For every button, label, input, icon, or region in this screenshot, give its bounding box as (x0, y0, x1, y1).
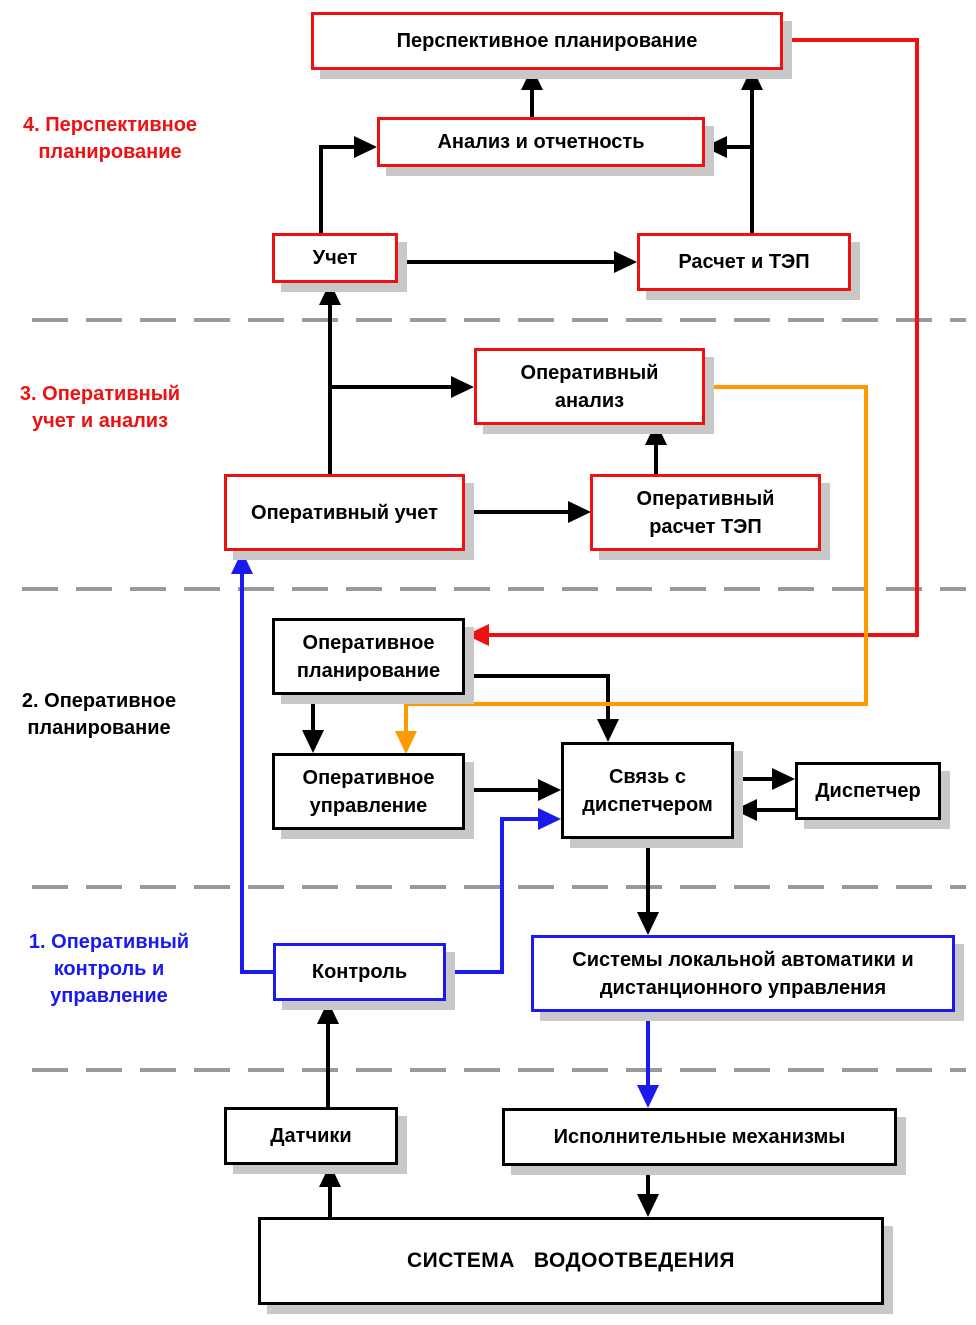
level-2-label: 2. Оперативное планирование (21, 690, 177, 739)
monitoring-box: Контроль (273, 943, 446, 1001)
level-4-label: 4. Перспективное планирование (22, 114, 198, 163)
arrowhead-tep-from-accounting (614, 251, 637, 273)
conn-accounting-to-analysis (319, 145, 358, 233)
arrowhead-link-from-opcontrol (538, 779, 561, 801)
arrowhead-actuators-from-automation (637, 1085, 659, 1108)
arrowhead-link-from-opplan (597, 719, 619, 742)
arrowhead-analysis-from-tep (704, 136, 727, 158)
arrowhead-opcontrol-from-opplan (302, 730, 324, 753)
operative-analysis-box: Оперативный анализ (474, 348, 705, 425)
perspective-planning-box: Перспективное планирование (311, 12, 783, 70)
arrowhead-monitoring-from-sensors (317, 1001, 339, 1024)
arrowhead-automation (637, 912, 659, 935)
arrowhead-opacc-from-monitoring (231, 551, 253, 574)
arrowhead-perspective-from-tep (741, 67, 763, 90)
operative-planning-box: Оперативное планирование (272, 618, 465, 695)
conn-opplan-to-link (465, 674, 610, 724)
operative-accounting-box: Оперативный учет (224, 474, 465, 551)
analysis-reporting-box: Анализ и отчетность (377, 117, 705, 167)
arrowhead-opplan-from-perspective (466, 624, 489, 646)
conn-monitoring-to-opacc (240, 570, 273, 974)
calc-tep-box: Расчет и ТЭП (637, 233, 851, 291)
arrowhead-sensors-from-drainage (319, 1164, 341, 1187)
arrowhead-opanalysis (451, 376, 474, 398)
arrowhead-opcontrol-from-opanalysis (395, 731, 417, 754)
arrowhead-accounting-from-opacc (319, 282, 341, 305)
dispatcher-box: Диспетчер (795, 762, 941, 820)
arrowhead-opanalysis-from-opcalc (645, 422, 667, 445)
arrowhead-opcalc (568, 501, 591, 523)
conn-perspective-to-opplan (486, 38, 919, 637)
level-dividers (22, 318, 966, 1072)
conn-opanalysis-to-opcontrol (404, 385, 868, 735)
arrowhead-drainage (637, 1194, 659, 1217)
drainage-system-box: СИСТЕМА ВОДООТВЕДЕНИЯ (258, 1217, 884, 1305)
sensors-box: Датчики (224, 1107, 398, 1165)
arrowhead-perspective-from-analysis (521, 67, 543, 90)
level-1-label: 1. Оперативный контроль и управление (28, 931, 190, 1007)
operative-calc-tep-box: Оперативный расчет ТЭП (590, 474, 821, 551)
arrowhead-link-from-dispatcher (734, 799, 757, 821)
conn-monitoring-to-link (446, 817, 540, 974)
arrowhead-dispatcher (772, 768, 795, 790)
arrowhead-analysis-from-accounting (354, 136, 377, 158)
operative-control-box: Оперативное управление (272, 753, 465, 830)
actuators-box: Исполнительные механизмы (502, 1108, 897, 1166)
local-automation-box: Системы локальной автоматики и дистанцио… (531, 935, 955, 1012)
accounting-box: Учет (272, 233, 398, 283)
black-arrowheads (302, 67, 795, 1217)
dispatcher-link-box: Связь с диспетчером (561, 742, 734, 839)
level-3-label: 3. Оперативный учет и анализ (19, 383, 181, 432)
arrowhead-link-from-monitoring (538, 808, 561, 830)
